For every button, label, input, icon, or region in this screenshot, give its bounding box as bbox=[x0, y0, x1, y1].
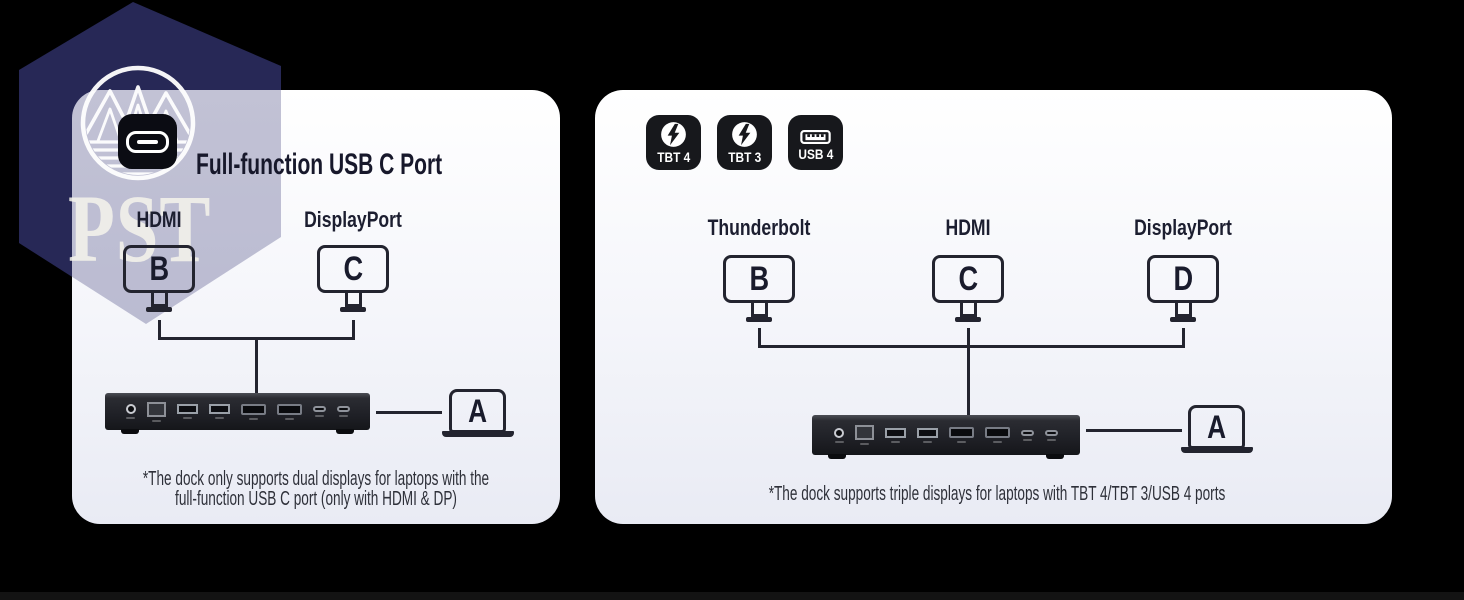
mountain-lake-logo-icon bbox=[80, 65, 196, 181]
bottom-strip bbox=[0, 592, 1464, 600]
watermark-text: PST bbox=[68, 175, 212, 282]
right-card bbox=[595, 90, 1392, 524]
